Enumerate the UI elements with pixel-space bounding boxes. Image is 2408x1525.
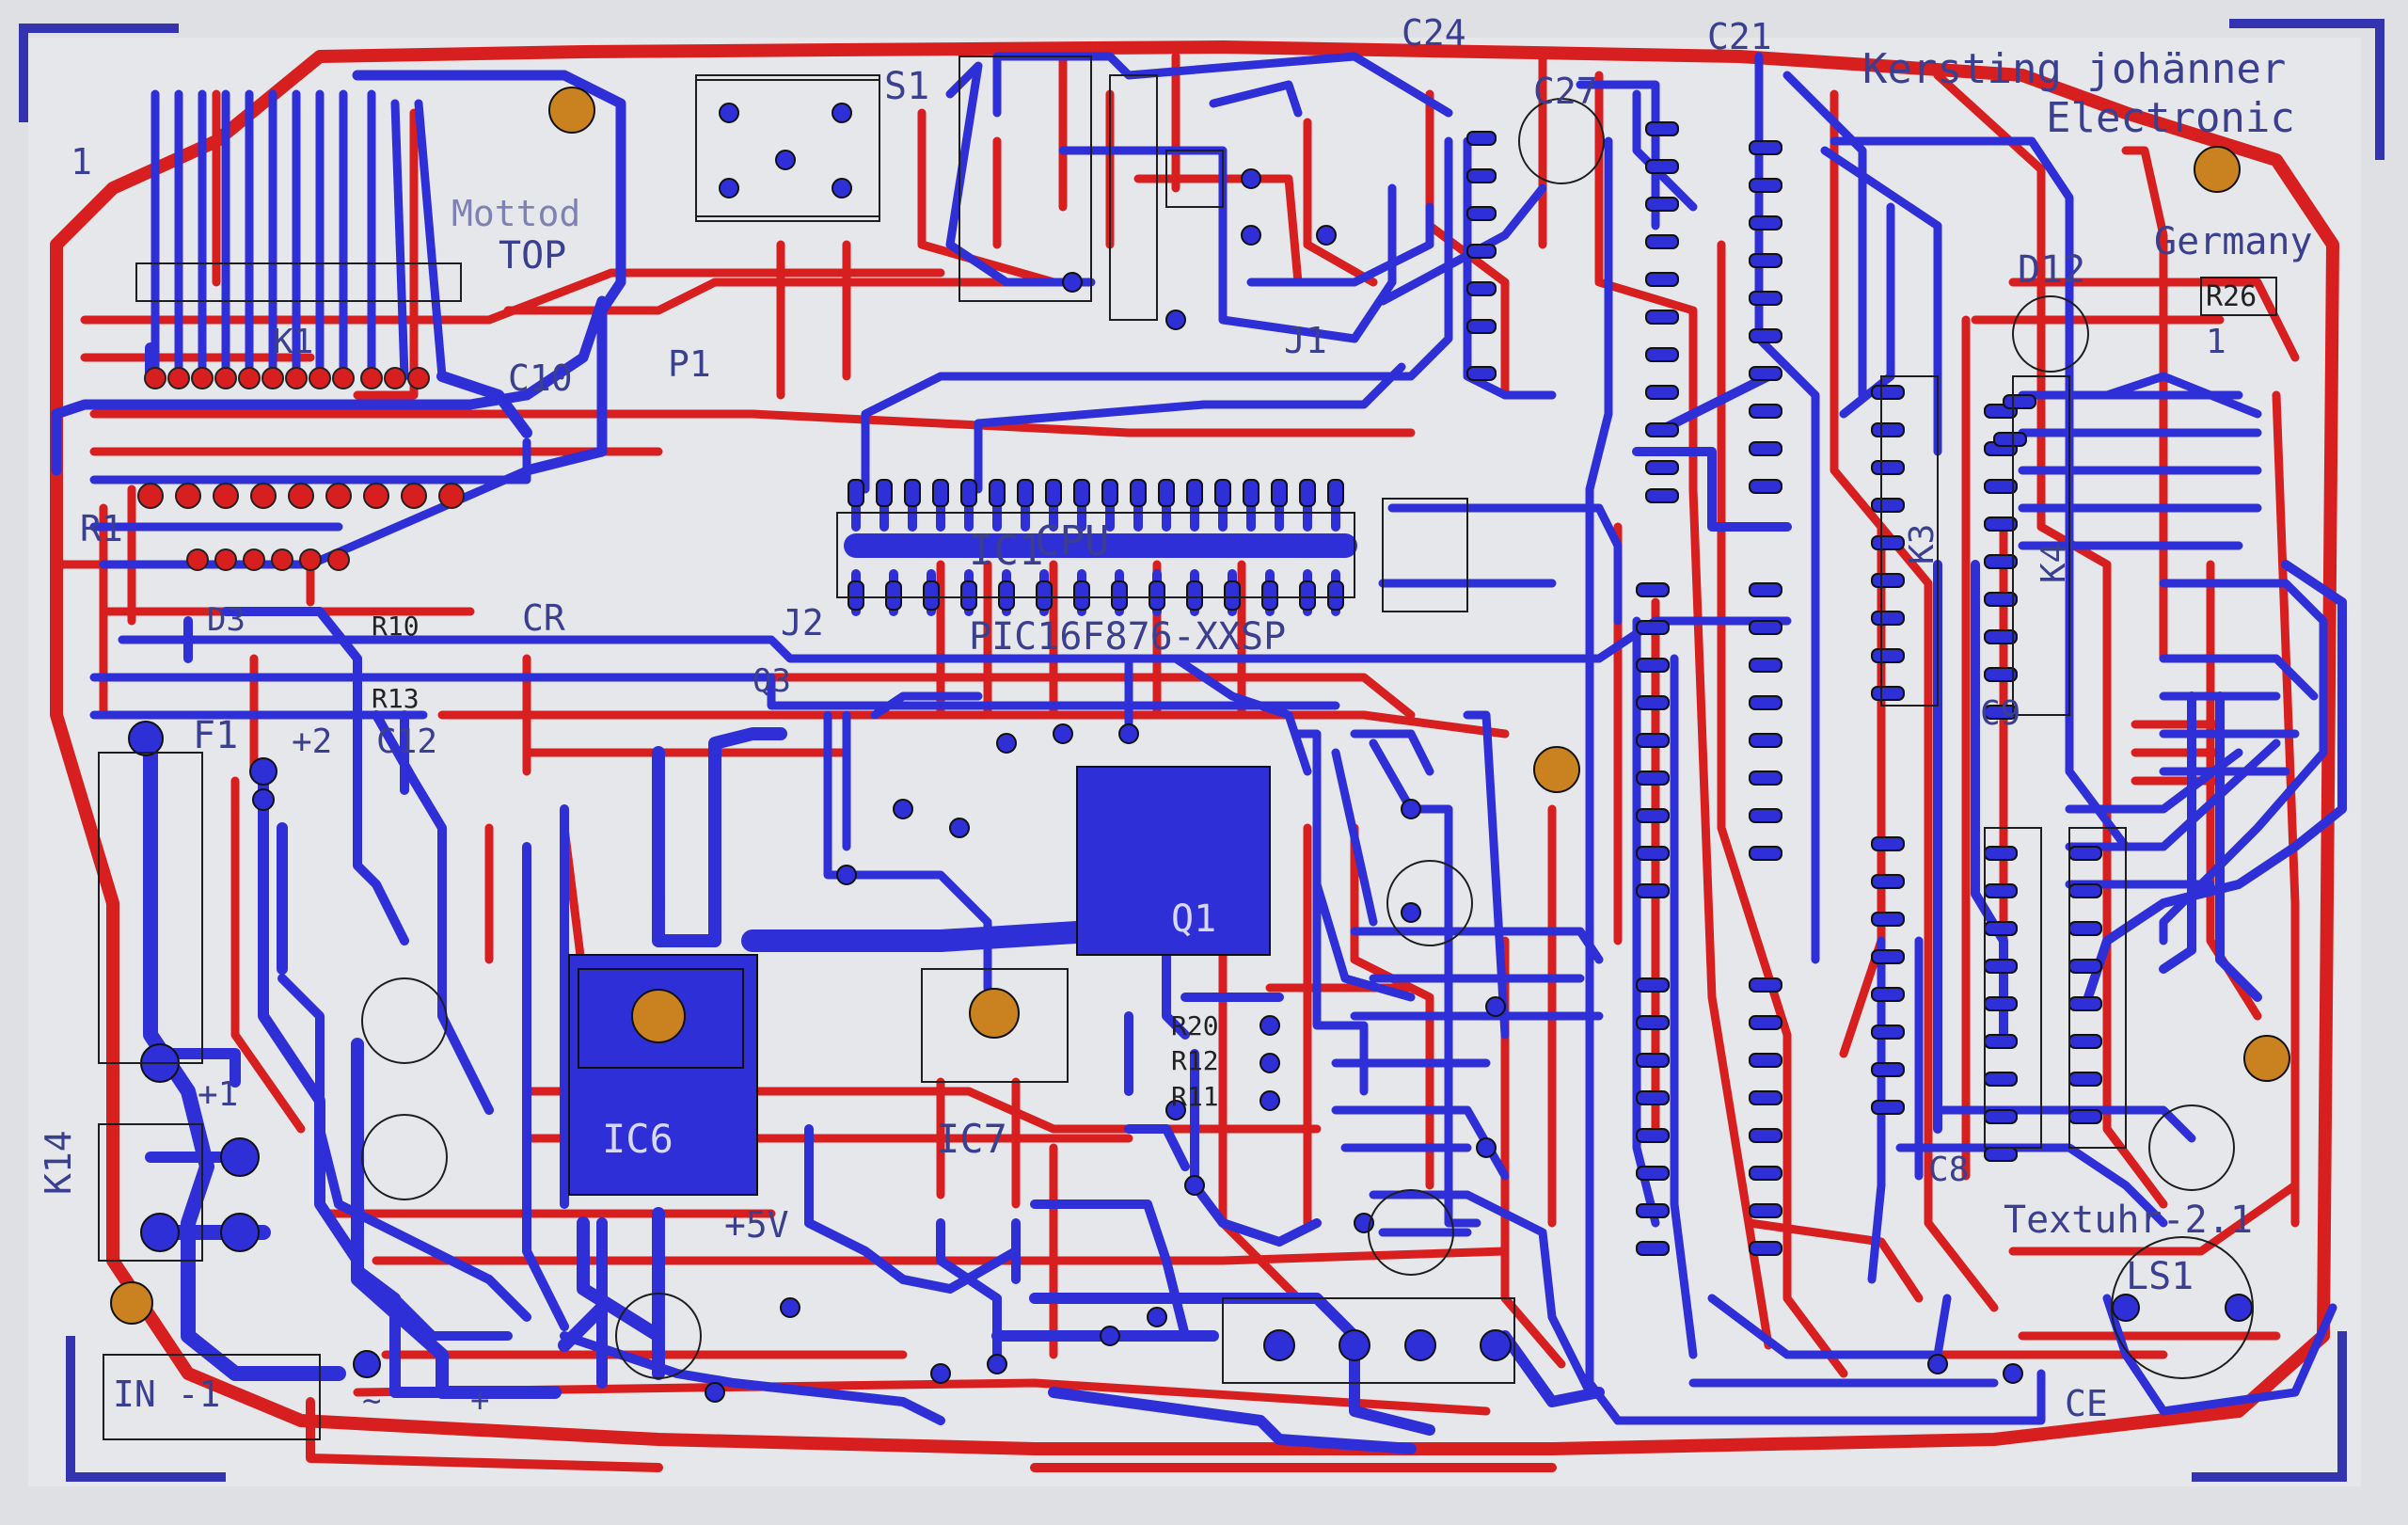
- ic6-label: IC6: [602, 1116, 673, 1162]
- plus-5v-label: +5V: [724, 1204, 789, 1246]
- mirrored-bottom-label: Mottod: [452, 193, 580, 234]
- r26-label: R26: [2206, 280, 2257, 313]
- q1-heatsink-pad: [1076, 766, 1271, 956]
- cap-bank-outline: [958, 56, 1092, 302]
- ac-tilde-label: ~: [362, 1382, 381, 1420]
- corner-mark-top-left: [19, 24, 179, 122]
- cpu-outline: [836, 512, 1355, 598]
- c9-label: C9: [1980, 694, 2020, 733]
- board-area: [28, 38, 2361, 1486]
- c12-label: C12: [376, 723, 437, 761]
- plus-one-label: +1: [198, 1075, 238, 1114]
- corner-marks: [19, 19, 2384, 1482]
- silkscreen-labels: Kersting johänner Electronic Germany Tex…: [38, 12, 2313, 1424]
- c27-label: C27: [1533, 71, 1598, 112]
- c21-label: C21: [1707, 16, 1772, 57]
- c27-outline: [1518, 98, 1605, 184]
- s1-outer: [695, 74, 880, 217]
- ic7-mounting-hole: [969, 988, 1020, 1039]
- r12-label: R12: [1171, 1045, 1219, 1076]
- cpu-label: CPU: [1035, 517, 1109, 565]
- k4-label: K4: [2035, 543, 2073, 583]
- k3-label: K3: [1903, 524, 1941, 564]
- ce-mark: CE: [2065, 1383, 2108, 1424]
- dc-plus-label: +: [470, 1382, 489, 1420]
- ls1-buzzer-outline: [2111, 1236, 2254, 1379]
- d12-label: D12: [2018, 248, 2085, 292]
- input-label: IN -1: [113, 1374, 220, 1415]
- mounting-hole-middle: [1533, 746, 1580, 793]
- large-copper-pads: [568, 766, 1271, 1196]
- mounting-hole-bottom-left: [110, 1281, 153, 1325]
- c24-label: C24: [1402, 12, 1466, 54]
- c-cap-outline: [1382, 498, 1468, 612]
- p1-label: P1: [668, 343, 711, 385]
- r26-pin-number: 1: [2206, 323, 2226, 361]
- cap-outline-mid: [1386, 860, 1473, 946]
- cr-label: CR: [522, 597, 565, 639]
- mounting-hole-right: [2243, 1035, 2290, 1082]
- s1-label: S1: [884, 65, 929, 108]
- corner-pin-number: 1: [71, 141, 92, 183]
- mcu-part-label: PIC16F876-XXSP: [969, 615, 1286, 659]
- k14-label: K14: [38, 1130, 79, 1195]
- pads-and-vias: [128, 103, 2253, 1403]
- k14-terminal-outline: [98, 1123, 203, 1262]
- corner-mark-top-right: [2229, 19, 2384, 160]
- revision-label: Textuhr-2.1: [2004, 1199, 2253, 1242]
- ic6-mounting-hole: [631, 989, 686, 1043]
- r20-label: R20: [1171, 1010, 1219, 1041]
- c-cap-right-outline: [2148, 1104, 2235, 1191]
- c10-label: C10: [508, 357, 573, 399]
- ic6-tab-outline: [578, 968, 744, 1069]
- r1-label: R1: [80, 508, 123, 549]
- ic7-label: IC7: [936, 1116, 1007, 1162]
- q3-label: Q3: [752, 662, 791, 700]
- bridge-outline: [103, 1354, 321, 1440]
- cap-outline-left3: [615, 1293, 702, 1379]
- mounting-hole-top-left: [548, 87, 595, 134]
- k1-label: K1: [273, 323, 313, 361]
- f1-fuse-outline: [98, 752, 203, 1064]
- d12-outline: [2012, 295, 2089, 373]
- cap-outline-mid2: [1368, 1189, 1454, 1276]
- c8-label: C8: [1928, 1151, 1969, 1189]
- country-label: Germany: [2154, 220, 2313, 263]
- connector-bottom-outline: [1222, 1297, 1515, 1384]
- plus-two-label: +2: [292, 723, 332, 761]
- j2-label: J2: [781, 602, 824, 643]
- ls1-label: LS1: [2126, 1255, 2194, 1298]
- company-name-line1: Kersting johänner: [1862, 45, 2286, 93]
- ic7-outline: [921, 968, 1069, 1083]
- k3-header-outline: [1880, 375, 1939, 707]
- r13-label: R13: [372, 683, 420, 714]
- corner-mark-bottom-right: [2192, 1331, 2347, 1482]
- r10-label: R10: [372, 611, 420, 642]
- j1-label: J1: [1284, 320, 1327, 361]
- cap-outline-left2: [361, 1114, 448, 1200]
- k1-header-outline: [135, 262, 462, 302]
- r26-outline: [2200, 277, 2277, 316]
- d3-label: D3: [207, 601, 246, 639]
- f1-label: F1: [193, 714, 238, 757]
- company-name-line2: Electronic: [2046, 94, 2295, 142]
- k8-header-outline: [2068, 827, 2127, 1149]
- k7-header-outline: [1984, 827, 2042, 1149]
- j1-header-outline: [1109, 74, 1158, 321]
- top-copper-layer: [51, 52, 2347, 1454]
- k4-header-outline: [2012, 375, 2070, 716]
- ic1-label: IC1: [969, 527, 1043, 575]
- crystal-outline: [1165, 150, 1224, 208]
- cap-outline-left1: [361, 977, 448, 1064]
- corner-mark-bottom-left: [66, 1336, 226, 1482]
- top-side-label: TOP: [499, 234, 566, 278]
- r11-label: R11: [1171, 1081, 1219, 1112]
- q1-label: Q1: [1171, 898, 1216, 941]
- mounting-hole-top-right: [2194, 146, 2241, 193]
- silkscreen-outlines: [98, 56, 2277, 1440]
- mounting-holes: [110, 87, 2290, 1325]
